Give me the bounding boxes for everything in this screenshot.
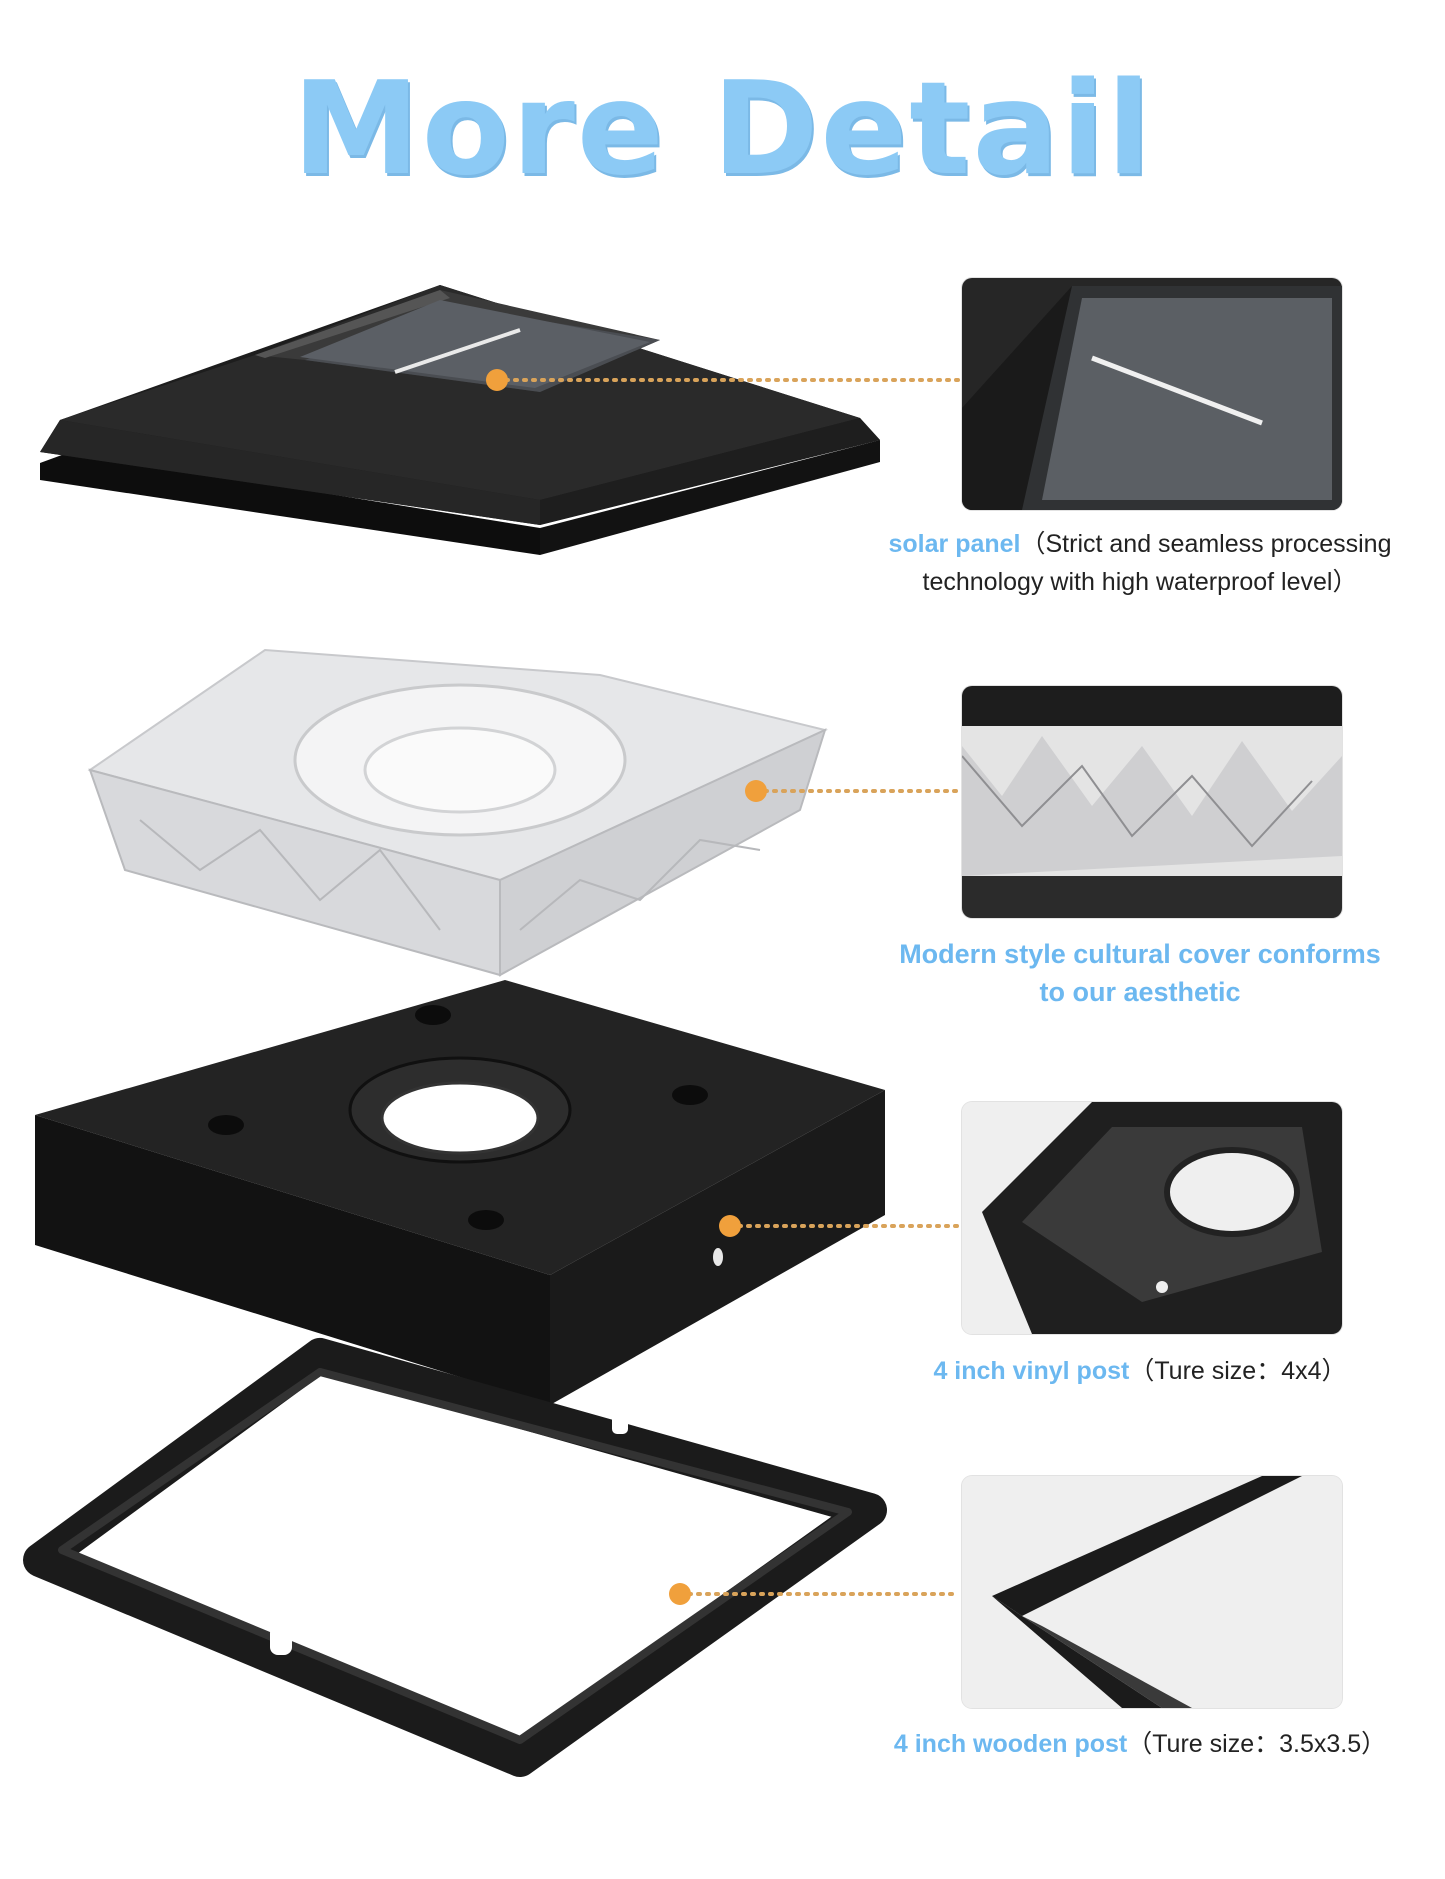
caption-wooden-detail: （Ture size：3.5x3.5） xyxy=(1127,1730,1387,1758)
leader-lines xyxy=(486,369,960,1605)
mounting-frame xyxy=(23,1338,887,1777)
caption-vinyl-detail: （Ture size：4x4） xyxy=(1129,1357,1347,1385)
caption-solar-panel: solar panel（Strict and seamless processi… xyxy=(860,525,1420,601)
caption-wooden-post: 4 inch wooden post（Ture size：3.5x3.5） xyxy=(860,1725,1420,1763)
caption-shade-line-1: Modern style cultural cover conforms xyxy=(899,939,1381,969)
crystal-shade xyxy=(87,648,829,977)
caption-vinyl-post: 4 inch vinyl post（Ture size：4x4） xyxy=(860,1352,1420,1390)
wooden-post-closeup xyxy=(962,1476,1342,1708)
vinyl-post-closeup xyxy=(962,1102,1342,1334)
callout-dot-solar xyxy=(486,369,508,391)
callout-dot-wooden xyxy=(669,1583,691,1605)
caption-solar-highlight: solar panel xyxy=(888,530,1021,558)
caption-solar-detail-1: （Strict and seamless processing xyxy=(1020,530,1392,558)
caption-shade-line-2: to our aesthetic xyxy=(1039,977,1241,1007)
shade-closeup xyxy=(962,686,1342,918)
page-title: More Detail xyxy=(292,55,1153,204)
solar-panel-closeup xyxy=(962,278,1342,510)
base-plate xyxy=(35,980,885,1405)
caption-wooden-highlight: 4 inch wooden post xyxy=(893,1730,1128,1758)
caption-vinyl-highlight: 4 inch vinyl post xyxy=(933,1357,1130,1385)
callout-dot-vinyl xyxy=(719,1215,741,1237)
product-exploded-view xyxy=(23,285,960,1777)
caption-shade: Modern style cultural cover conforms to … xyxy=(860,935,1420,1011)
solar-cap xyxy=(40,285,880,555)
caption-solar-detail-2: technology with high waterproof level） xyxy=(922,568,1358,596)
callout-dot-shade xyxy=(745,780,767,802)
